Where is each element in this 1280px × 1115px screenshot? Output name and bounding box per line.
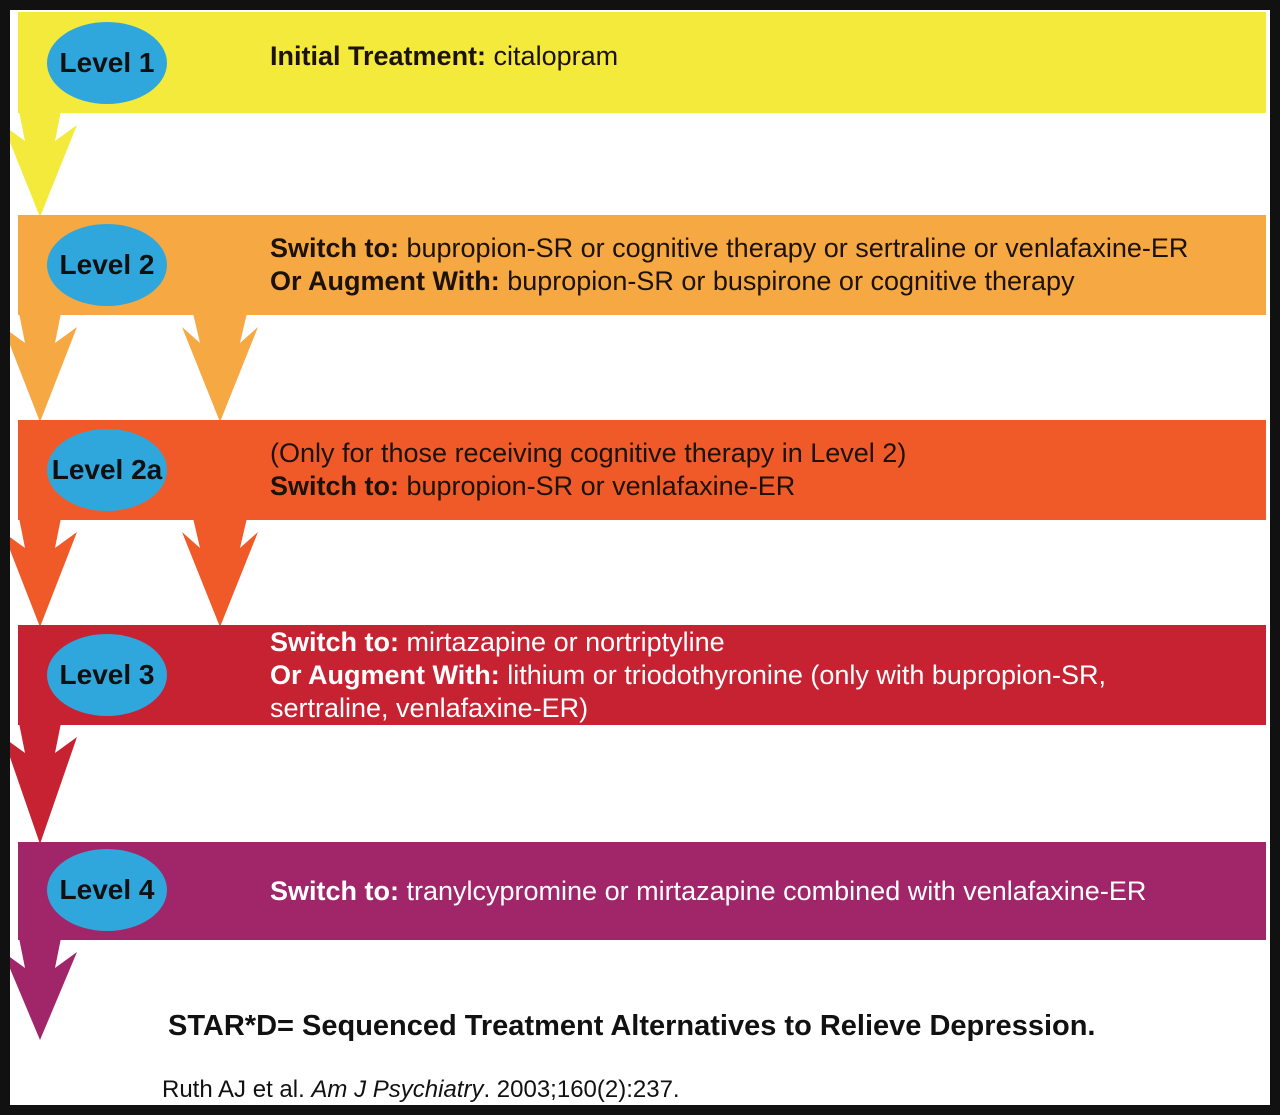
level-2-line1-label: Switch to: <box>270 233 399 263</box>
level-2-text-line2: Or Augment With: bupropion-SR or buspiro… <box>270 265 1252 298</box>
level-3-text-line3: sertraline, venlafaxine-ER) <box>270 692 1252 725</box>
citation: Ruth AJ et al. Am J Psychiatry. 2003;160… <box>162 1076 680 1104</box>
level-2-text-line1: Switch to: bupropion-SR or cognitive the… <box>270 232 1252 265</box>
level-3-line3-rest: sertraline, venlafaxine-ER) <box>270 692 589 723</box>
level-3-line1-label: Switch to: <box>270 626 399 657</box>
level-3-line1-rest: mirtazapine or nortriptyline <box>399 626 725 657</box>
level-2a-line1-rest: (Only for those receiving cognitive ther… <box>270 438 907 468</box>
level-2-badge-label: Level 2 <box>59 249 155 280</box>
level-4-text: Switch to: tranylcypromine or mirtazapin… <box>270 875 1252 908</box>
level-4-text-rest: tranylcypromine or mirtazapine combined … <box>399 875 1147 906</box>
down-arrow-icon-level2a-to-level3-right <box>182 518 258 627</box>
level-2a-line2-rest: bupropion-SR or venlafaxine-ER <box>399 471 796 501</box>
down-arrow-icon-level2-to-level2a-left <box>10 313 77 422</box>
level-2-line2-rest: bupropion-SR or buspirone or cognitive t… <box>499 266 1075 296</box>
level-3-text-line1: Switch to: mirtazapine or nortriptyline <box>270 626 1252 659</box>
citation-authors: Ruth AJ et al. <box>162 1076 312 1103</box>
level-3-line2-label: Or Augment With: <box>270 659 500 690</box>
level-2-line2-label: Or Augment With: <box>270 266 500 296</box>
down-arrow-icon-level1-to-level2 <box>10 111 77 217</box>
level-3-band: Switch to: mirtazapine or nortriptyline … <box>18 625 1266 725</box>
level-4-badge-label: Level 4 <box>59 874 155 905</box>
level-4-band: Switch to: tranylcypromine or mirtazapin… <box>18 842 1266 940</box>
level-1-band: Initial Treatment: citalopram <box>18 12 1266 113</box>
level-1-text-rest: citalopram <box>486 41 619 71</box>
citation-journal: Am J Psychiatry <box>311 1076 484 1103</box>
down-arrow-icon-level2a-to-level3-left <box>10 518 77 627</box>
level-2a-badge-label: Level 2a <box>51 454 163 485</box>
level-3-line2-rest: lithium or triodothyronine (only with bu… <box>499 659 1107 690</box>
level-3-badge: Level 3 <box>47 634 167 716</box>
level-1-badge-label: Level 1 <box>59 47 155 78</box>
level-2-badge: Level 2 <box>47 224 167 306</box>
flow-arrows <box>10 111 258 1040</box>
level-4-badge: Level 4 <box>47 849 167 931</box>
down-arrow-icon-level4-exit <box>10 938 77 1040</box>
level-1-text-label: Initial Treatment: <box>270 41 487 71</box>
level-1-text: Initial Treatment: citalopram <box>270 40 1252 73</box>
stard-acronym-definition: STAR*D= Sequenced Treatment Alternatives… <box>168 1010 1096 1042</box>
level-3-badge-label: Level 3 <box>59 659 155 690</box>
down-arrow-icon-level2-to-level2a-right <box>182 313 258 422</box>
citation-details: . 2003;160(2):237. <box>483 1076 680 1103</box>
level-2a-band: (Only for those receiving cognitive ther… <box>18 420 1266 520</box>
down-arrow-icon-level3-to-level4 <box>10 723 77 844</box>
level-4-text-label: Switch to: <box>270 875 399 906</box>
level-2a-line2-label: Switch to: <box>270 471 399 501</box>
level-3-text-line2: Or Augment With: lithium or triodothyron… <box>270 659 1252 692</box>
level-2a-badge: Level 2a <box>47 429 167 511</box>
level-1-badge: Level 1 <box>47 22 167 104</box>
level-2-band: Switch to: bupropion-SR or cognitive the… <box>18 215 1266 315</box>
level-2-line1-rest: bupropion-SR or cognitive therapy or ser… <box>399 233 1189 263</box>
level-2a-text-line2: Switch to: bupropion-SR or venlafaxine-E… <box>270 470 1252 503</box>
level-2a-text-line1: (Only for those receiving cognitive ther… <box>270 437 1252 470</box>
